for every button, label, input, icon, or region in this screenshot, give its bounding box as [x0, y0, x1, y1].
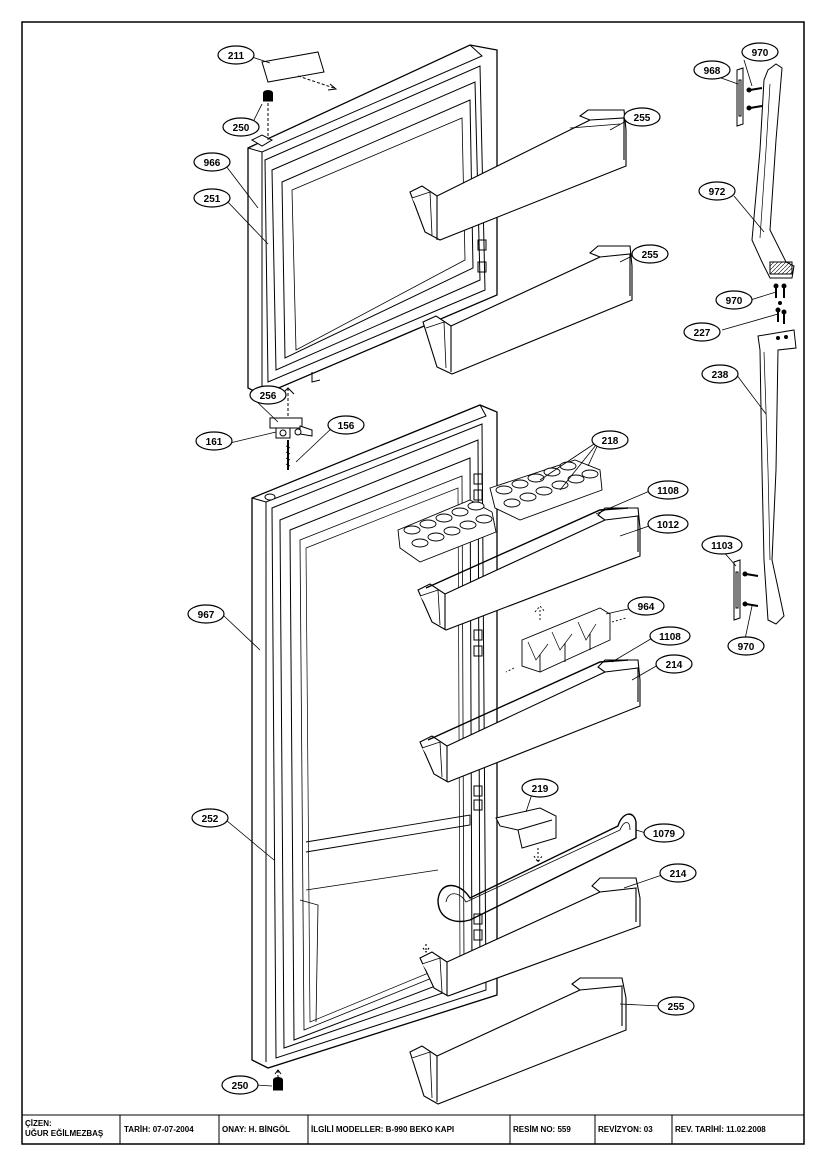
hinge-bushing-top: [263, 90, 273, 140]
door-shelf-255-middle: [422, 245, 633, 375]
callout-972: 972: [709, 187, 726, 198]
callout-211: 211: [228, 51, 245, 62]
callouts: [187, 42, 779, 1095]
callout-1103: 1103: [711, 541, 733, 552]
callout-227: 227: [694, 328, 711, 339]
handle-972: [751, 63, 795, 279]
screws-970-bottom: [742, 571, 759, 607]
title-block: [21, 1114, 805, 1145]
callout-966: 966: [204, 158, 221, 169]
callout-251: 251: [204, 194, 221, 205]
callout-255-upper: 255: [634, 113, 651, 124]
callout-255-middle: 255: [642, 250, 659, 261]
callout-970-middle: 970: [726, 296, 743, 307]
wire-rail-1079: [437, 813, 637, 923]
ilgili-modeller: İLGİLİ MODELLER: B-990 BEKO KAPI: [311, 1125, 454, 1134]
handle-238: [757, 329, 797, 625]
label-plate: [261, 51, 338, 91]
handle-cover-1103: [733, 559, 741, 621]
revizyon: REVİZYON: 03: [598, 1125, 653, 1134]
tarih: TARİH: 07-07-2004: [124, 1125, 194, 1134]
freezer-door: [247, 44, 498, 396]
callout-967: 967: [198, 610, 215, 621]
callout-214-lower: 214: [670, 869, 687, 880]
callout-250-top: 250: [233, 123, 250, 134]
screws-970-middle: [773, 283, 787, 324]
callout-255-lower: 255: [668, 1002, 685, 1013]
handle-cover-968: [736, 67, 744, 127]
callout-970-top: 970: [752, 48, 769, 59]
callout-252: 252: [202, 814, 219, 825]
callout-218: 218: [602, 436, 619, 447]
callout-238: 238: [712, 370, 729, 381]
callout-214-upper: 214: [666, 660, 683, 671]
callout-1079: 1079: [653, 829, 676, 840]
onay: ONAY: H. BİNGÖL: [222, 1125, 290, 1134]
callout-964: 964: [638, 602, 655, 613]
callout-161: 161: [206, 437, 223, 448]
callout-250-bottom: 250: [232, 1081, 249, 1092]
callout-1108-upper: 1108: [657, 486, 679, 497]
cizen-label: ÇİZEN:: [25, 1119, 52, 1128]
bottle-stopper-219: [495, 807, 557, 863]
door-shelf-214-upper: [419, 659, 641, 783]
middle-hinge: [269, 387, 313, 470]
resim-no: RESİM NO: 559: [513, 1125, 571, 1134]
door-shelf-255-upper: [409, 109, 627, 241]
callout-1012: 1012: [657, 520, 680, 531]
rev-tarihi: REV. TARİHİ: 11.02.2008: [675, 1125, 766, 1134]
callout-219: 219: [532, 784, 549, 795]
egg-tray-left: [397, 499, 497, 563]
callout-256: 256: [260, 391, 277, 402]
door-shelf-1012: [417, 507, 641, 631]
door-shelf-214-lower: [419, 877, 641, 997]
callout-968: 968: [704, 66, 721, 77]
hinge-bushing-bottom: [273, 1069, 283, 1091]
cizen-name: UĞUR EĞİLMEZBAŞ: [25, 1129, 104, 1138]
bottle-holder-964: [505, 605, 627, 673]
callout-156: 156: [338, 421, 355, 432]
door-shelf-255-lower: [409, 977, 627, 1105]
screws-970-top: [746, 87, 763, 111]
callout-1108-lower: 1108: [659, 632, 681, 643]
callout-970-bottom: 970: [738, 642, 755, 653]
egg-tray-right: [489, 459, 603, 521]
